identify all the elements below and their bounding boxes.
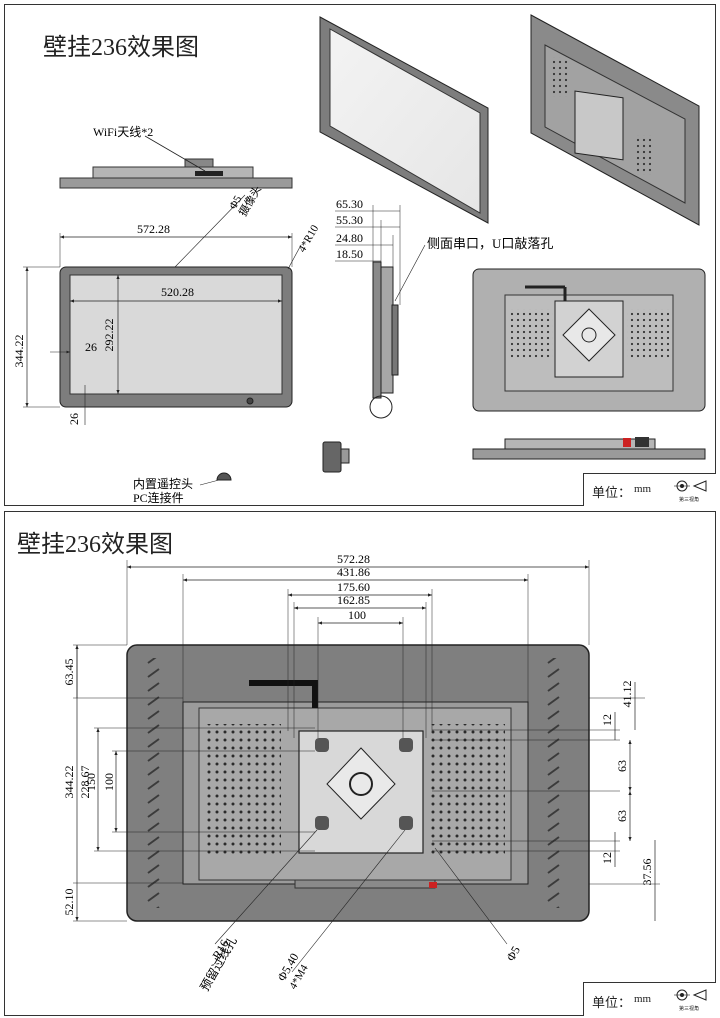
- sheet-title: 壁挂236效果图: [17, 532, 173, 558]
- dim-162: 162.85: [337, 593, 370, 607]
- unit-label: 单位：: [592, 995, 632, 1010]
- dim-hole-span: 431.86: [337, 565, 370, 579]
- dim-side-24: 24.80: [336, 231, 363, 245]
- side-view: [335, 205, 426, 419]
- label-wifi: WiFi天线*2: [93, 125, 153, 139]
- unit-value: mm: [634, 993, 652, 1005]
- top-view: [59, 135, 293, 189]
- label-remote: 内置遥控头: [133, 477, 193, 491]
- remote-detail: [199, 441, 350, 486]
- dim-inner-width: 520.28: [161, 285, 194, 299]
- dim-height: 344.22: [62, 766, 76, 799]
- dim-border-bottom: 26: [67, 413, 81, 425]
- dim-12-top: 12: [600, 714, 614, 726]
- drawing-sheet-2: 壁挂236效果图: [4, 511, 716, 1016]
- dim-63-top: 63: [615, 760, 629, 772]
- dim-12-bottom: 12: [600, 852, 614, 864]
- dim-41: 41.12: [620, 681, 634, 708]
- dim-175: 175.60: [337, 580, 370, 594]
- dim-bottom-52: 52.10: [62, 889, 76, 916]
- title-block: 单位： mm 第三视角: [583, 982, 716, 1016]
- sheet1-drawing: 572.28 520.28 344.22 292.22 26 26 Φ5 摄像头…: [12, 14, 706, 505]
- projection-note: 第三视角: [679, 498, 700, 503]
- projection-icon: [674, 989, 707, 1001]
- dim-37: 37.56: [640, 859, 654, 886]
- dim-border-side: 26: [85, 340, 97, 354]
- dim-150: 150: [84, 773, 98, 791]
- projection-note: 第三视角: [679, 1007, 700, 1012]
- dim-100: 100: [102, 773, 116, 791]
- dim-width: 572.28: [337, 552, 370, 566]
- vertical-dimensions-left: [73, 644, 315, 922]
- label-dia-5: Φ5: [503, 944, 523, 964]
- dim-side-55: 55.30: [336, 213, 363, 227]
- dim-top-63: 63.45: [62, 659, 76, 686]
- sheet2-drawing: 572.28 431.86 175.60 162.85 100 344.22 6…: [62, 552, 660, 994]
- dim-vesa: 100: [348, 608, 366, 622]
- dim-side-18: 18.50: [336, 247, 363, 261]
- label-radius: 4*R10: [296, 223, 321, 255]
- drawing-sheet-1: 壁挂236效果图: [4, 4, 716, 506]
- bottom-view: [472, 437, 706, 460]
- label-side-port: 侧面串口，U口敲落孔: [427, 236, 553, 251]
- front-view: [23, 194, 302, 425]
- dim-width: 572.28: [137, 222, 170, 236]
- projection-icon: [674, 480, 707, 492]
- dim-63-bottom: 63: [615, 810, 629, 822]
- dim-side-65: 65.30: [336, 197, 363, 211]
- sheet-title: 壁挂236效果图: [43, 35, 199, 61]
- callout-leaders: [214, 829, 508, 973]
- dim-height: 344.22: [12, 335, 26, 368]
- perspective-front-view: [319, 16, 489, 224]
- perspective-back-view: [530, 14, 700, 226]
- unit-value: mm: [634, 483, 652, 495]
- label-pc-connector: PC连接件: [133, 490, 184, 505]
- dim-hole-height: 228.67: [78, 766, 92, 799]
- vertical-dimensions-right: [432, 682, 660, 921]
- horizontal-dimensions: [126, 560, 590, 738]
- dim-inner-height: 292.22: [102, 319, 116, 352]
- unit-label: 单位：: [592, 485, 632, 500]
- title-block: 单位： mm 第三视角: [583, 473, 716, 506]
- back-panel: [126, 644, 590, 922]
- back-view: [472, 268, 706, 412]
